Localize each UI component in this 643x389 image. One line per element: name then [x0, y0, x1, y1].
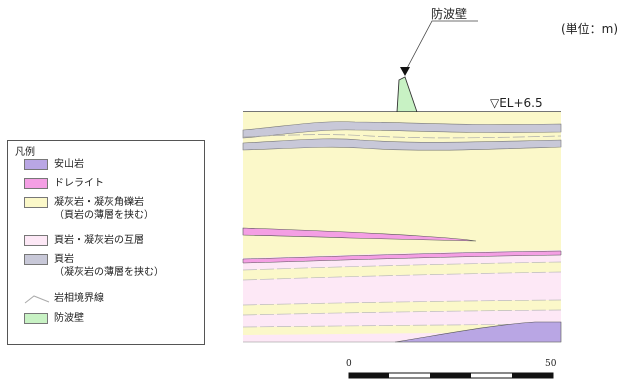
andesite-swatch: [24, 159, 48, 170]
andesite-body: [394, 321, 562, 343]
shale-swatch: [24, 254, 48, 265]
tuff-swatch: [24, 197, 48, 208]
legend: 凡例 安山岩 ドレライト 凝灰岩・凝灰角礫岩 （頁岩の薄層を挟む） 頁岩・凝灰岩…: [7, 140, 205, 345]
legend-label: 頁岩・凝灰岩の互層: [54, 235, 144, 246]
tuff-band-2: [243, 300, 561, 315]
boundary-line-icon: [24, 295, 50, 304]
dolerite-sill: [242, 227, 477, 242]
shale-layer-lower: [242, 138, 562, 151]
seawall-swatch: [24, 313, 48, 324]
scale-bar: [348, 372, 554, 379]
legend-label: 凝灰岩・凝灰角礫岩: [54, 197, 144, 208]
scale-start-label: 0: [346, 359, 352, 369]
legend-title: 凡例: [15, 147, 35, 158]
shale-layer-upper: [242, 121, 562, 139]
legend-label: 頁岩: [54, 254, 74, 265]
unit-label: (単位：m): [561, 22, 619, 36]
legend-label: 岩相境界線: [54, 293, 104, 304]
elevation-label: ▽EL+6.5: [490, 96, 543, 110]
dolerite-thin: [242, 250, 562, 264]
scale-end-label: 50: [545, 359, 557, 369]
legend-sublabel: （頁岩の薄層を挟む）: [54, 210, 154, 221]
boundary-line: [242, 271, 562, 281]
boundary-line: [242, 299, 562, 306]
seawall-leader-line: [404, 20, 478, 73]
legend-label: 防波壁: [54, 313, 84, 324]
legend-label: 安山岩: [54, 159, 84, 170]
dolerite-swatch: [24, 178, 48, 189]
seawall: [396, 76, 418, 113]
seawall-label: 防波壁: [431, 7, 468, 21]
legend-label: ドレライト: [54, 178, 104, 189]
seawall-arrowhead: [400, 67, 410, 76]
interbed-swatch: [24, 235, 48, 246]
boundary-line: [242, 134, 562, 139]
boundary-line: [242, 323, 562, 328]
boundary-line: [242, 261, 562, 271]
legend-sublabel: （凝灰岩の薄層を挟む）: [54, 267, 164, 278]
tuff-band-1: [243, 262, 561, 280]
boundary-line: [242, 309, 562, 316]
